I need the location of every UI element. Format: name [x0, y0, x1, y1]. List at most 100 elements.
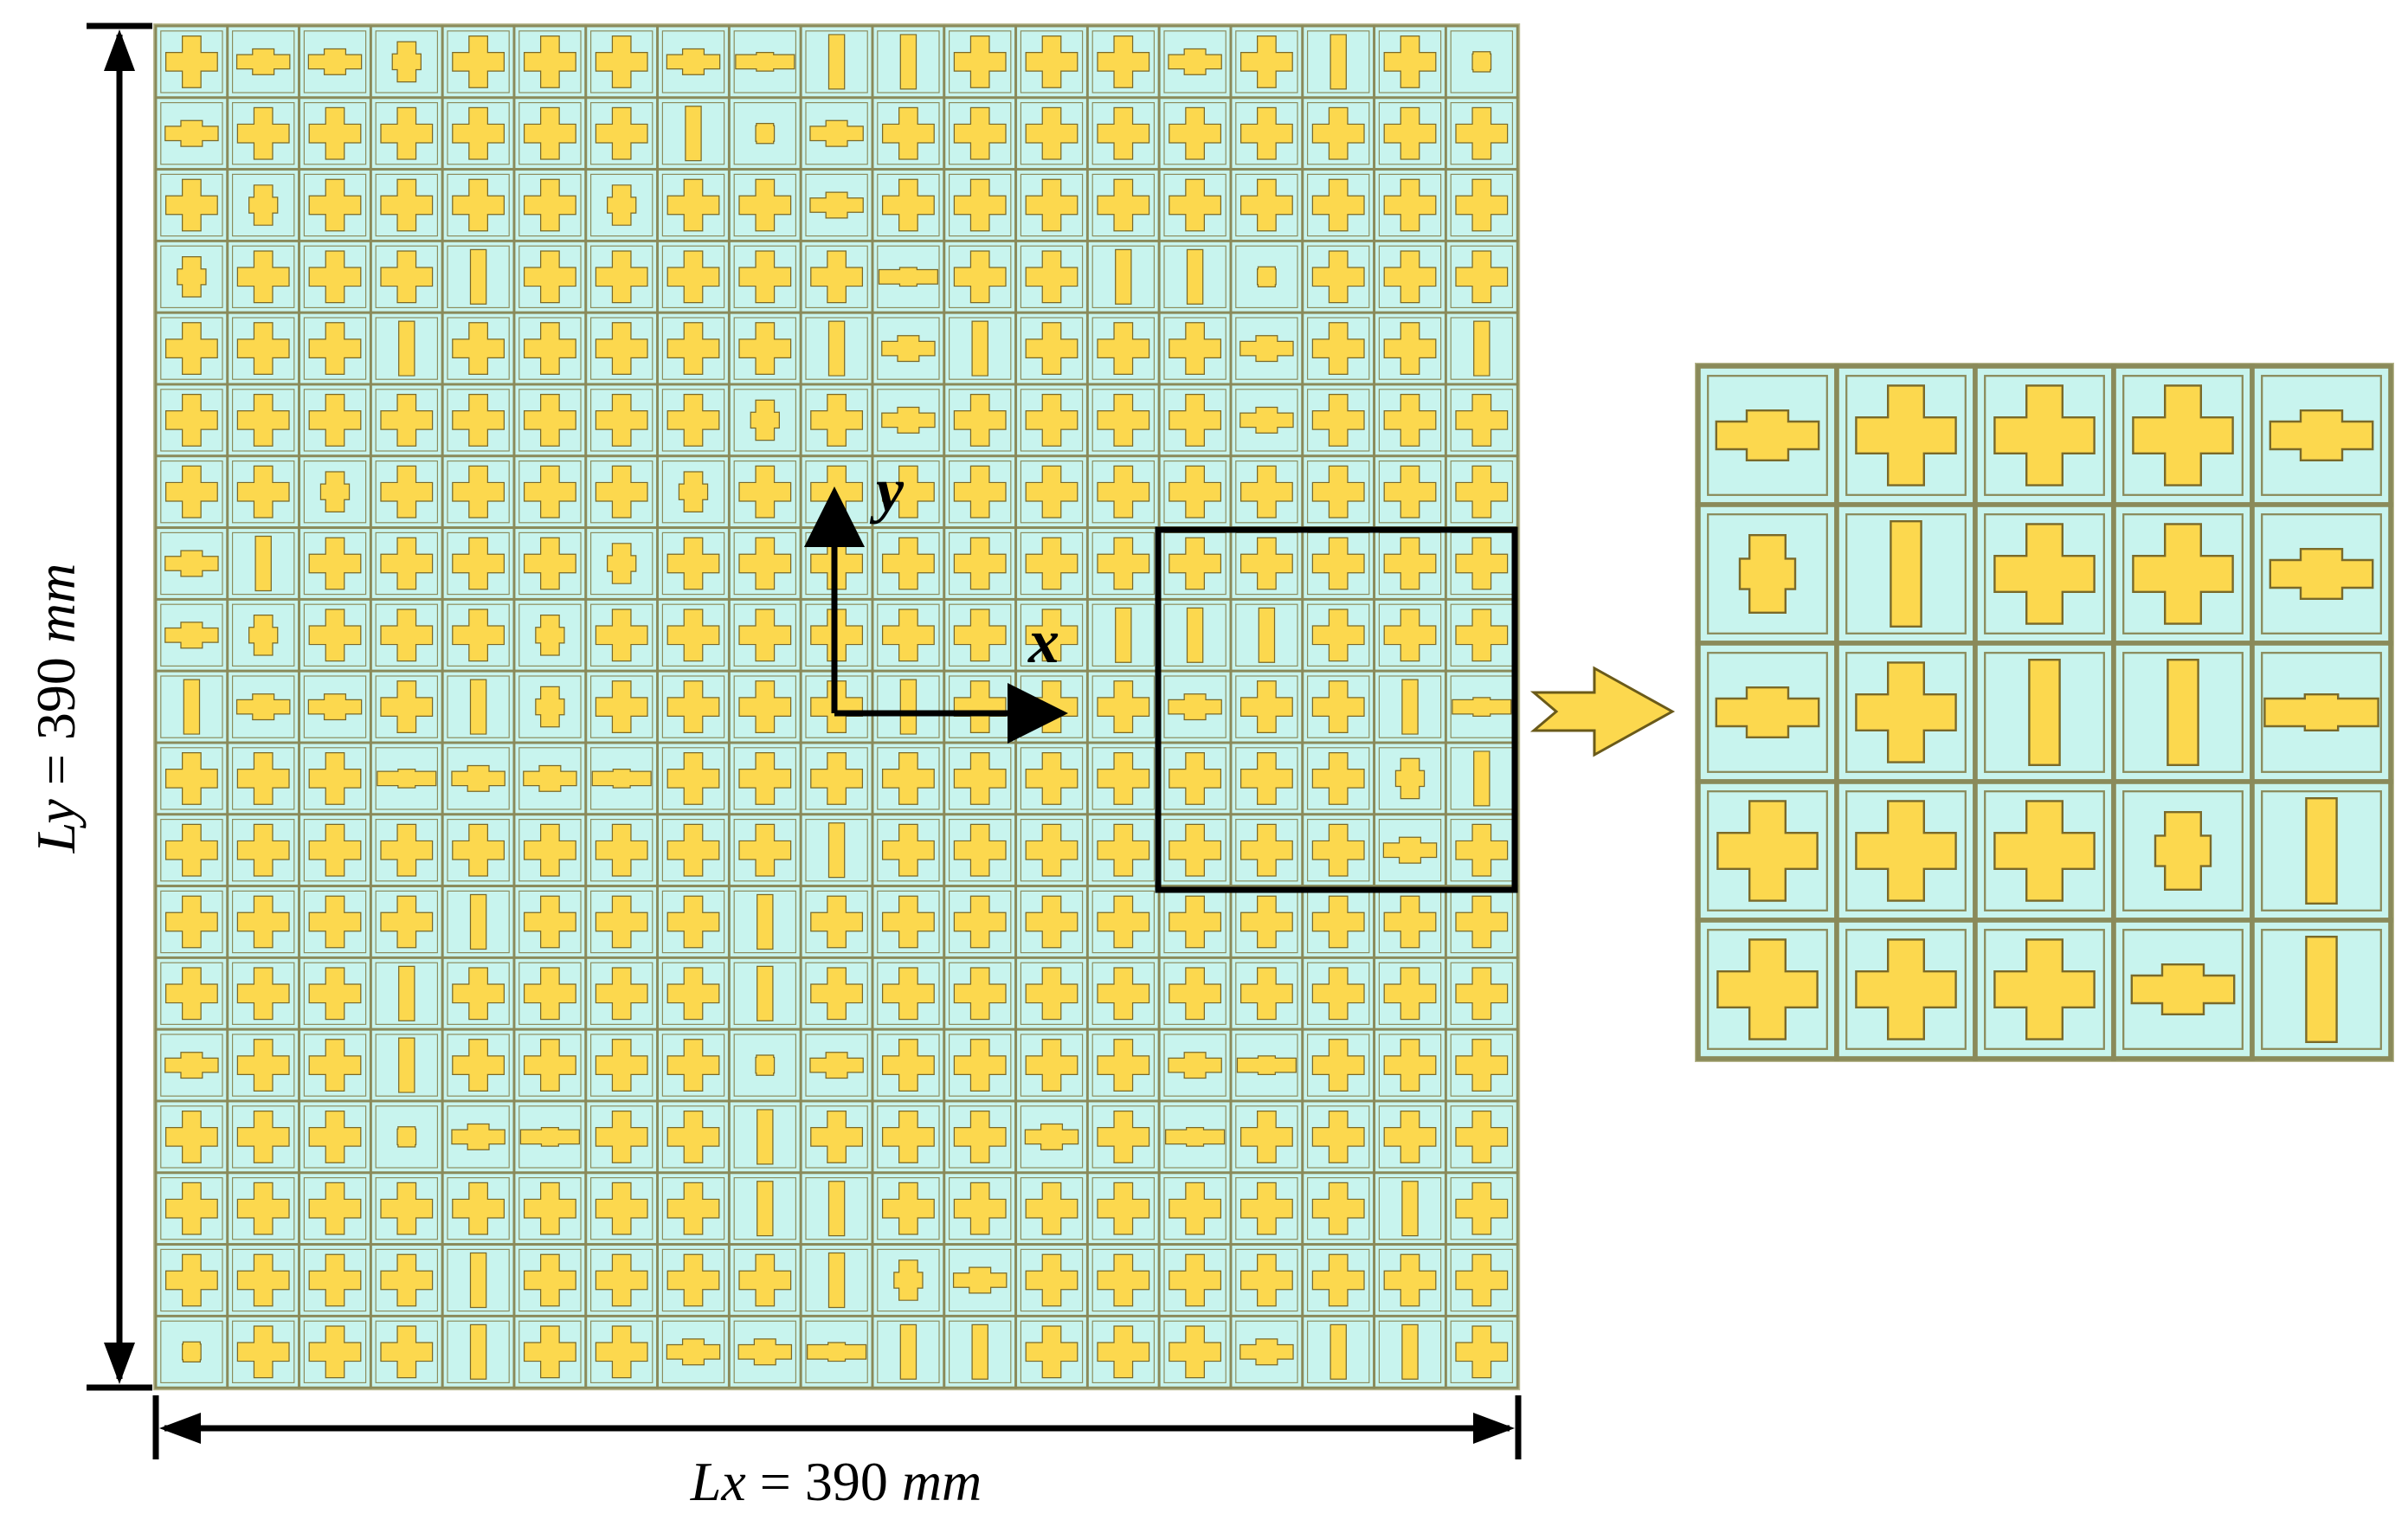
long-bar-patch: [1236, 1055, 1297, 1075]
main-unit-cell: [1373, 741, 1447, 816]
main-unit-cell: [871, 956, 946, 1031]
zoom-unit-cell: [2111, 502, 2255, 646]
main-unit-cell: [154, 741, 229, 816]
main-unit-cell: [1085, 239, 1161, 314]
main-unit-cell: [1229, 1027, 1304, 1103]
main-unit-cell: [1157, 597, 1233, 673]
cross-patch: [380, 895, 434, 949]
main-unit-cell: [1229, 597, 1304, 673]
cross-patch: [523, 823, 576, 877]
vertical-bar-patch: [685, 106, 702, 162]
main-unit-cell: [1229, 1171, 1304, 1246]
cross-patch: [738, 1253, 792, 1307]
cross-patch: [595, 1110, 648, 1163]
vertical-bar-patch: [899, 679, 917, 735]
cross-patch: [1311, 106, 1365, 160]
main-unit-cell: [298, 956, 372, 1031]
small-cross-patch: [607, 543, 637, 584]
main-unit-cell: [512, 96, 588, 171]
cross-patch: [1993, 800, 2096, 902]
cross-patch: [236, 895, 290, 949]
main-unit-cell: [512, 956, 588, 1031]
cross-patch: [308, 106, 362, 160]
main-unit-cell: [1229, 956, 1304, 1031]
main-unit-cell: [1229, 383, 1304, 458]
cross-patch: [1097, 35, 1150, 88]
main-unit-cell: [1014, 24, 1089, 100]
main-unit-cell: [1229, 239, 1304, 314]
main-unit-cell: [584, 96, 660, 171]
main-unit-cell: [1229, 1314, 1304, 1389]
horizontal-bar-patch: [666, 48, 721, 75]
main-unit-cell: [871, 1099, 946, 1175]
main-unit-cell: [584, 813, 660, 888]
vertical-bar-patch: [2305, 936, 2338, 1043]
main-unit-cell: [1085, 1171, 1161, 1246]
main-unit-cell: [1301, 454, 1376, 530]
cross-patch: [236, 106, 290, 160]
cross-patch: [308, 1253, 362, 1307]
cross-patch: [1383, 1110, 1437, 1163]
horizontal-bar-patch: [809, 1052, 864, 1079]
horizontal-bar-patch: [2269, 409, 2374, 461]
main-unit-cell: [1157, 956, 1233, 1031]
cross-patch: [953, 1039, 1007, 1092]
main-unit-cell: [1229, 1099, 1304, 1175]
square-patch: [1257, 266, 1277, 288]
main-unit-cell: [154, 454, 229, 530]
cross-patch: [810, 895, 864, 949]
main-unit-cell: [226, 1243, 301, 1317]
main-unit-cell: [226, 239, 301, 314]
main-unit-cell: [1085, 597, 1161, 673]
main-unit-cell: [369, 741, 444, 816]
cross-patch: [666, 322, 720, 376]
main-unit-cell: [226, 669, 301, 744]
zoom-unit-cell: [1696, 502, 1839, 646]
main-unit-cell: [799, 956, 874, 1031]
cross-patch: [595, 393, 648, 447]
main-unit-cell: [298, 454, 372, 530]
vertical-bar-patch: [1401, 1324, 1419, 1380]
horizontal-bar-patch: [1168, 693, 1222, 721]
main-unit-cell: [298, 239, 372, 314]
cross-patch: [1993, 523, 2096, 625]
cross-patch: [810, 393, 864, 447]
main-unit-cell: [1301, 956, 1376, 1031]
main-unit-cell: [584, 1314, 660, 1389]
cross-patch: [1383, 537, 1437, 590]
main-unit-cell: [1373, 454, 1447, 530]
main-unit-cell: [871, 1243, 946, 1317]
main-unit-cell: [943, 383, 1018, 458]
main-unit-cell: [226, 168, 301, 242]
cross-patch: [236, 1110, 290, 1163]
cross-patch: [1383, 393, 1437, 447]
cross-patch: [308, 1325, 362, 1379]
main-unit-cell: [871, 741, 946, 816]
main-unit-cell: [1157, 526, 1233, 601]
main-unit-cell: [1085, 311, 1161, 386]
horizontal-bar-patch: [164, 119, 219, 147]
main-unit-cell: [1373, 1171, 1447, 1246]
main-unit-cell: [1373, 1243, 1447, 1317]
cross-patch: [953, 680, 1007, 734]
cross-patch: [523, 967, 576, 1021]
main-unit-cell: [154, 311, 229, 386]
main-unit-cell: [584, 669, 660, 744]
main-unit-cell: [226, 311, 301, 386]
main-unit-cell: [871, 239, 946, 314]
cross-patch: [523, 393, 576, 447]
zoomed-unit-cells: [1695, 363, 2394, 1062]
main-unit-cell: [1014, 597, 1089, 673]
cross-patch: [1383, 1253, 1437, 1307]
main-unit-cell: [727, 311, 802, 386]
cross-patch: [308, 250, 362, 304]
cross-patch: [953, 106, 1007, 160]
square-patch: [1471, 51, 1492, 73]
main-unit-cell: [1085, 813, 1161, 888]
small-cross-patch: [1738, 534, 1797, 614]
main-unit-cell: [298, 741, 372, 816]
cross-patch: [1169, 895, 1222, 949]
cross-patch: [953, 895, 1007, 949]
vertical-bar-patch: [827, 1252, 846, 1309]
main-unit-cell: [226, 454, 301, 530]
